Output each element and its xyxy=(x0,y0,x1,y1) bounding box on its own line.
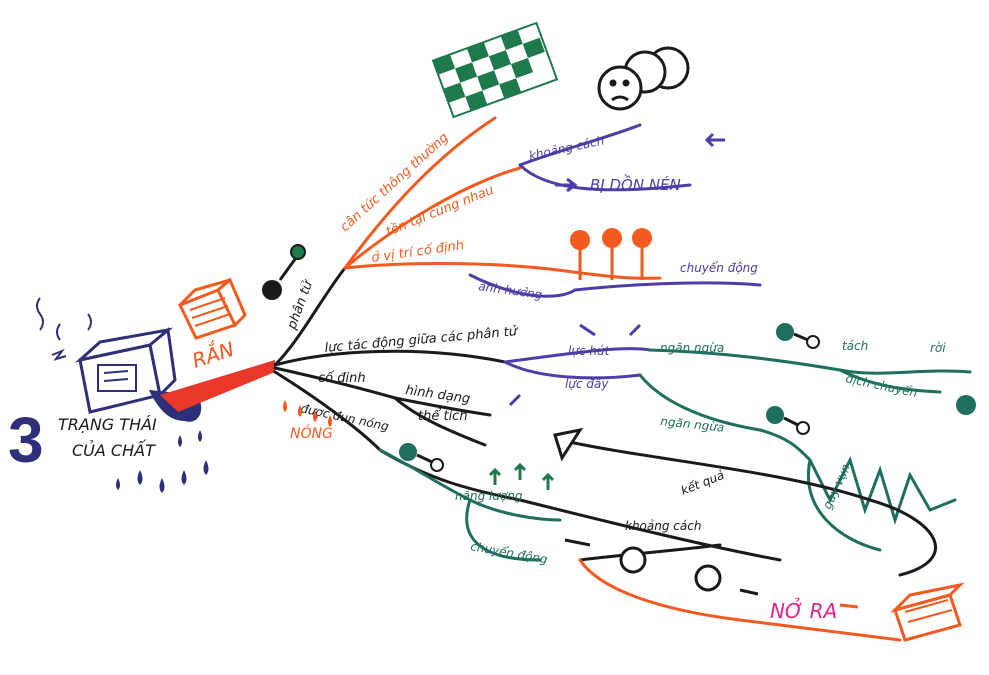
label-anh-huong: ảnh hưởng xyxy=(478,279,544,302)
falling-drops-icon xyxy=(116,430,209,493)
arrow-icons xyxy=(488,132,859,609)
label-chuyen-dong-bottom: chuyển động xyxy=(469,539,549,566)
crowded-faces-icon xyxy=(597,46,690,111)
red-connector xyxy=(160,360,275,412)
label-chuyen-dong-top: chuyển động xyxy=(680,261,758,275)
heated-drops-icon xyxy=(283,400,332,427)
label-nang-luong: năng lượng xyxy=(455,489,523,503)
label-luc-day: lực đẩy xyxy=(565,377,609,391)
label-phan-tu: phân tử xyxy=(284,277,316,332)
label-ngan-ngua-2: ngăn ngừa xyxy=(660,414,725,435)
label-the-tich: thể tích xyxy=(418,409,468,424)
label-no-ra: NỞ RA xyxy=(770,598,837,623)
label-ket-qua: kết quả xyxy=(679,468,726,498)
label-vi-tri: ở vị trí cố định xyxy=(370,238,464,266)
triangle-arrow-icon xyxy=(553,427,584,462)
dumbbell-icon-1 xyxy=(776,323,820,349)
label-drip: NÓNG xyxy=(290,424,333,442)
expanded-cube-icon xyxy=(889,582,965,642)
label-ngan-ngua-1: ngăn ngừa xyxy=(660,341,724,355)
label-khoang-cach-top: khoảng cách xyxy=(528,133,606,163)
label-dich-chuyen: dịch chuyển xyxy=(844,371,918,400)
label-roi: rời xyxy=(930,341,946,355)
title-line-1: TRẠNG THÁI xyxy=(58,415,157,434)
single-ball-icon xyxy=(956,395,976,415)
lollipop-molecule-icon xyxy=(262,244,306,300)
solid-cube-icon xyxy=(177,277,247,340)
dumbbell-icon-2 xyxy=(766,406,810,435)
label-tach: tách xyxy=(842,339,868,353)
label-luc-hut: lực hút xyxy=(568,344,611,358)
label-bi-don-nen: BỊ DỒN NÉN xyxy=(590,173,681,194)
dumbbell-icon-3 xyxy=(399,443,444,472)
center-label: RẮN xyxy=(189,335,238,373)
label-co-dinh: cố định xyxy=(318,371,366,386)
sad-faces-icon xyxy=(619,546,722,592)
checkerboard-icon xyxy=(431,21,559,119)
label-hinh-dang: hình dạng xyxy=(404,383,471,407)
label-ton-tai: tồn tại cùng nhau xyxy=(384,183,496,240)
title-number: 3 xyxy=(8,404,44,476)
branch-lines xyxy=(273,116,972,642)
label-khoang-cach-bottom: khoảng cách xyxy=(625,519,701,533)
title-line-2: CỦA CHẤT xyxy=(72,439,156,460)
vibrating-balls-icon xyxy=(570,228,652,280)
